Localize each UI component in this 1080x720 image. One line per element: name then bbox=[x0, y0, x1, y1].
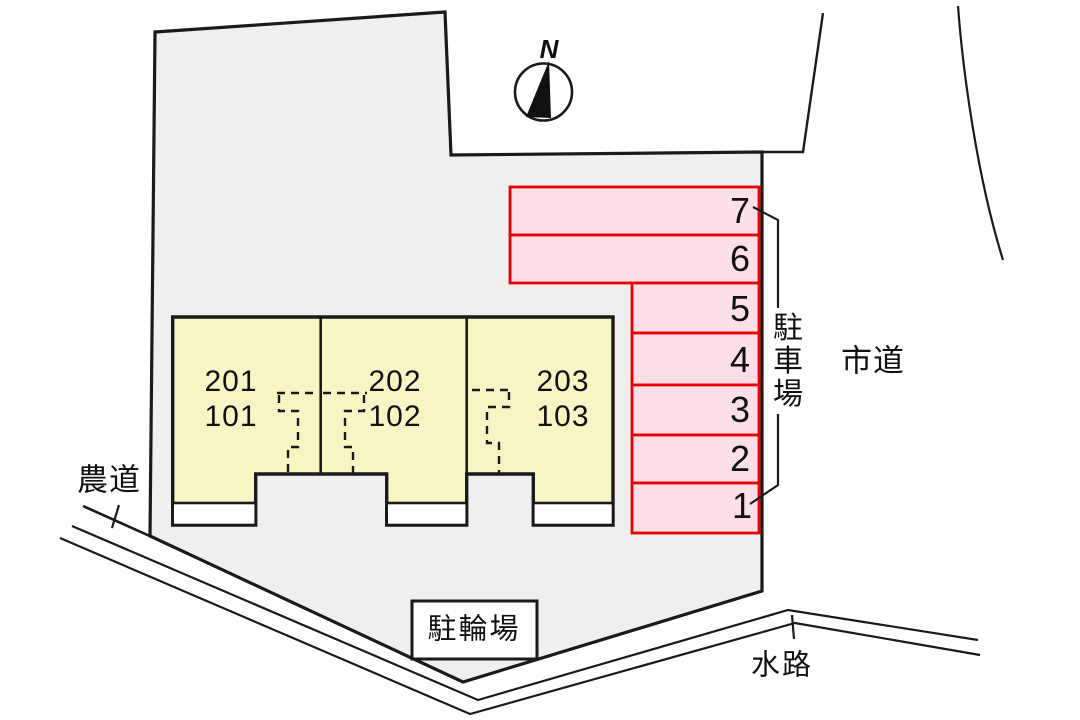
north-label: N bbox=[539, 34, 559, 64]
parking-space-number-1: 1 bbox=[731, 485, 753, 526]
unit-102-label: 102 bbox=[368, 400, 422, 433]
stair-path-unit3 bbox=[472, 388, 512, 473]
parking-lot-label: 駐車場 bbox=[768, 311, 801, 411]
parking-space-3 bbox=[630, 383, 761, 437]
waterway-label: 水路 bbox=[750, 649, 814, 682]
parking-space-5 bbox=[630, 281, 761, 335]
parking-space-2 bbox=[630, 433, 761, 485]
parking-space-number-7: 7 bbox=[729, 190, 751, 231]
parking-space-number-3: 3 bbox=[729, 389, 751, 430]
bicycle-parking-box bbox=[410, 599, 539, 661]
unit-202-102-label: 202 102 bbox=[368, 364, 421, 434]
farm-road-waterway-line-outer bbox=[71, 524, 979, 702]
parking-space-number-6: 6 bbox=[729, 238, 751, 279]
farm-road-waterway-line-inner bbox=[59, 536, 981, 716]
parking-space-7 bbox=[508, 185, 761, 237]
stair-path-unit1 bbox=[277, 391, 318, 473]
neighbor-boundary-line bbox=[762, 12, 825, 154]
parking-space-4 bbox=[630, 331, 761, 387]
unit-201-label: 201 bbox=[204, 365, 258, 398]
parking-bracket bbox=[749, 206, 780, 505]
unit-101-label: 101 bbox=[204, 400, 258, 433]
unit-201-101-label: 201 101 bbox=[204, 364, 257, 434]
unit-103-label: 103 bbox=[536, 400, 590, 433]
unit-203-103-label: 203 103 bbox=[536, 364, 589, 434]
porch-unit3 bbox=[531, 501, 615, 527]
right-boundary-curve bbox=[956, 5, 1005, 261]
farm-road-label: 農道 bbox=[77, 462, 141, 498]
porch-unit2 bbox=[385, 501, 469, 527]
stair-path-unit2 bbox=[323, 391, 367, 473]
parking-space-number-4: 4 bbox=[729, 339, 751, 380]
parking-space-1 bbox=[630, 481, 761, 535]
parking-space-number-5: 5 bbox=[729, 288, 751, 329]
city-road-label: 市道 bbox=[841, 343, 905, 379]
parking-space-6 bbox=[508, 233, 761, 285]
parcel-boundary-extension bbox=[82, 504, 153, 539]
farm-road-leader bbox=[110, 504, 121, 529]
waterway-leader bbox=[790, 614, 796, 640]
parking-space-number-2: 2 bbox=[729, 438, 751, 479]
porch-unit1 bbox=[171, 501, 257, 527]
unit-202-label: 202 bbox=[368, 365, 422, 398]
compass-needle bbox=[526, 61, 551, 118]
bicycle-parking-label: 駐輪場 bbox=[427, 613, 521, 646]
unit-203-label: 203 bbox=[536, 365, 590, 398]
